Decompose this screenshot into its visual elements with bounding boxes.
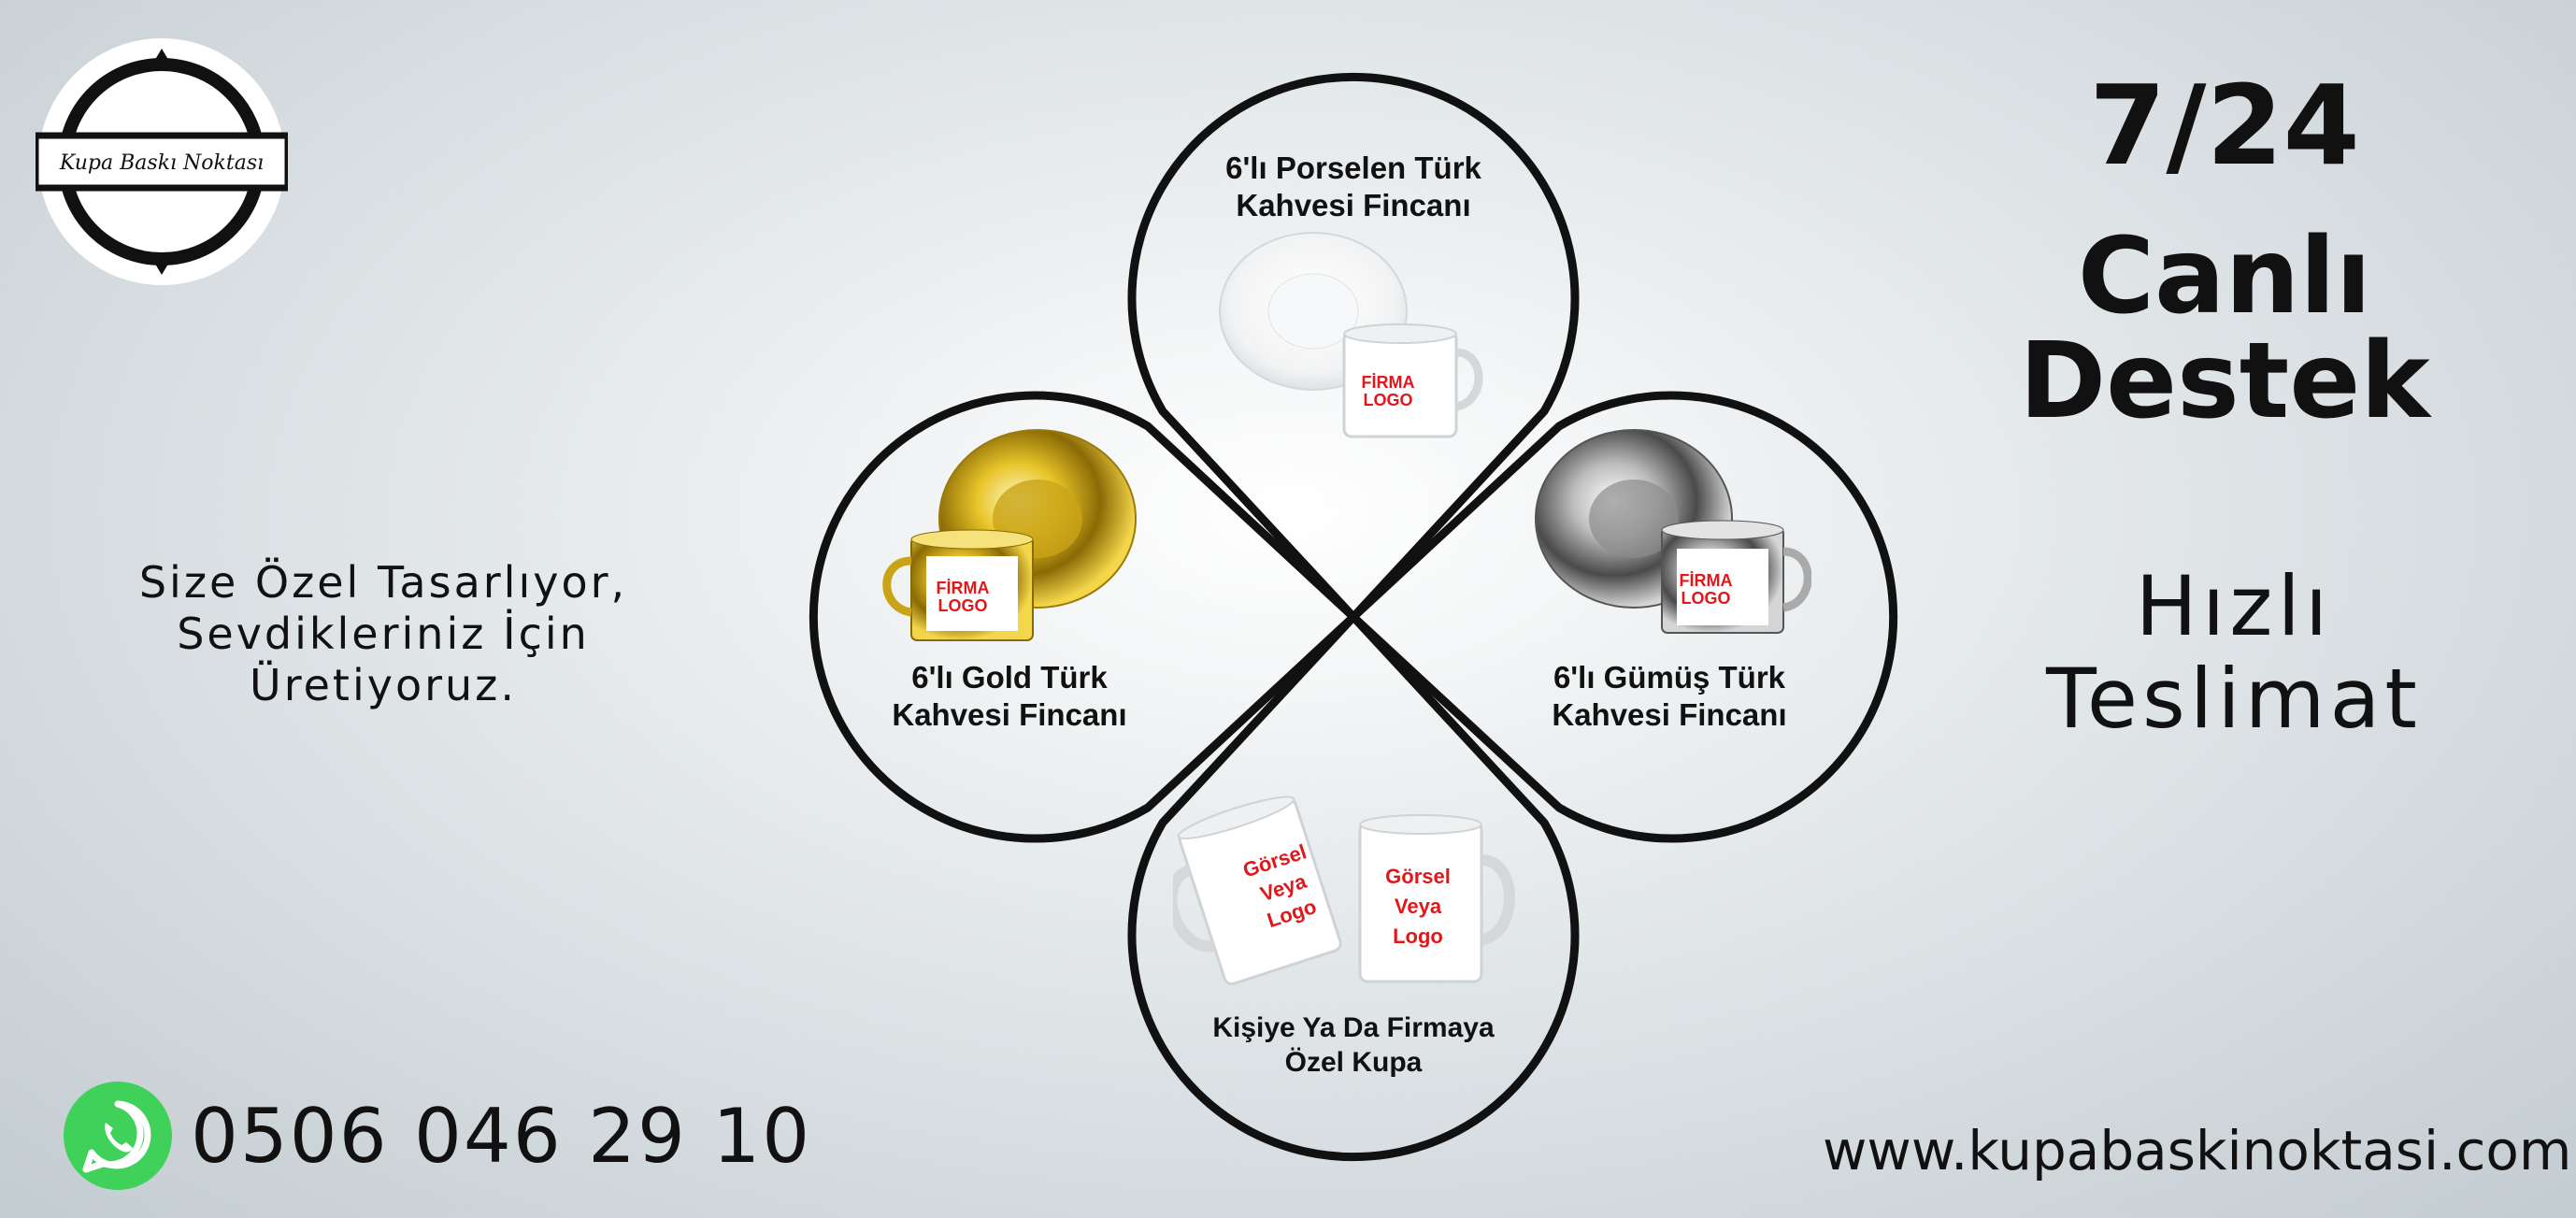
silver-cup-image <box>1535 429 1811 634</box>
porcelain-cup-image <box>1219 232 1483 438</box>
bottom-lobe-outline <box>1127 612 1580 1162</box>
logo-wordmark: Kupa Baskı Noktası <box>59 151 264 175</box>
phone-number[interactable]: 0506 046 29 10 <box>191 1092 812 1180</box>
whatsapp-icon[interactable] <box>64 1082 172 1190</box>
support-label: Canlı Destek <box>2019 216 2430 442</box>
brand-logo[interactable]: Kupa Baskı Noktası <box>36 36 288 288</box>
top-lobe-outline <box>1127 72 1580 622</box>
left-lobe-outline <box>809 391 1358 843</box>
right-lobe-outline <box>1349 391 1898 843</box>
mugs-image <box>1173 795 1515 986</box>
support-hours: 7/24 <box>2089 61 2360 190</box>
gold-cup-image <box>882 429 1137 641</box>
website-link[interactable]: www.kupabaskinoktasi.com <box>1823 1119 2572 1182</box>
phone-contact[interactable]: 0506 046 29 10 <box>64 1080 811 1192</box>
